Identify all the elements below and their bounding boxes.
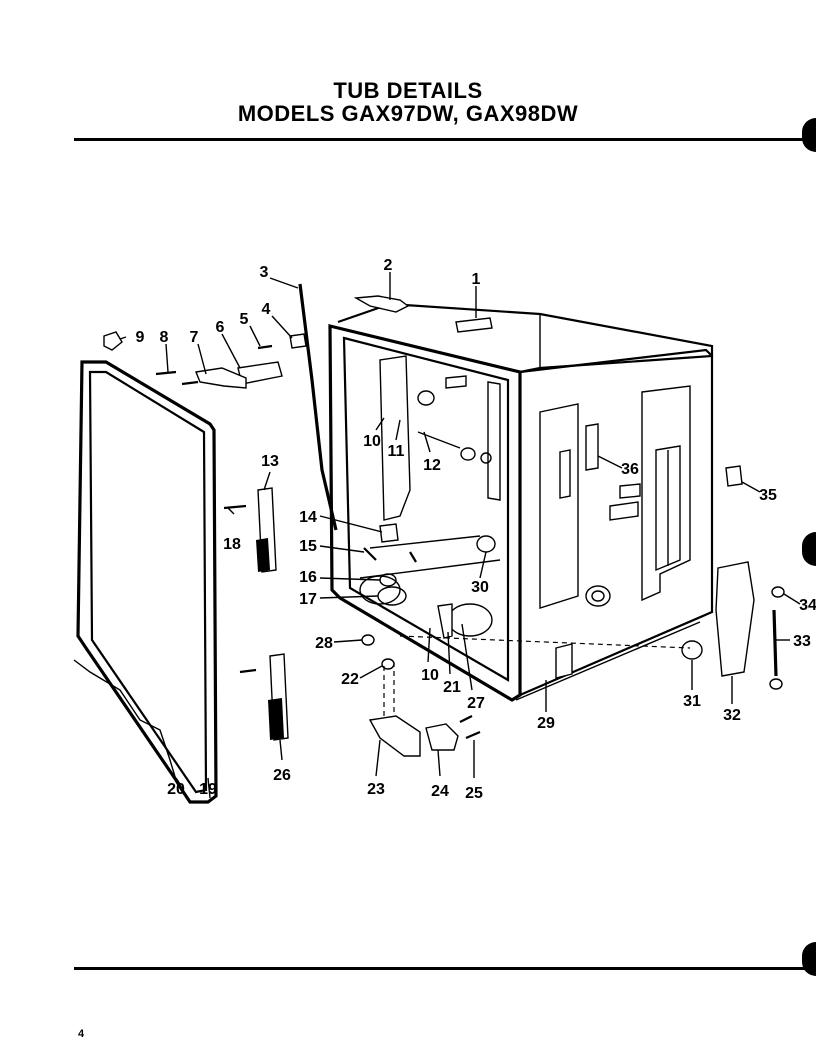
binder-tab-middle bbox=[802, 532, 816, 566]
callout-10: 10 bbox=[363, 433, 381, 450]
callout-11: 11 bbox=[388, 443, 405, 460]
callout-31: 31 bbox=[683, 693, 701, 710]
callout-17: 17 bbox=[299, 591, 317, 608]
callout-20: 20 bbox=[167, 781, 185, 798]
fill-tube bbox=[298, 283, 338, 531]
callout-27: 27 bbox=[467, 695, 485, 712]
callout-3: 3 bbox=[260, 264, 269, 281]
callout-32: 32 bbox=[723, 707, 741, 724]
callout-9: 9 bbox=[136, 329, 145, 346]
callout-18: 18 bbox=[223, 536, 241, 553]
callout-22: 22 bbox=[341, 671, 359, 688]
callout-23: 23 bbox=[367, 781, 385, 798]
callout-1: 1 bbox=[472, 271, 481, 288]
callout-36: 36 bbox=[621, 461, 639, 478]
diagram-subtitle: MODELS GAX97DW, GAX98DW bbox=[237, 101, 579, 126]
callout-33: 33 bbox=[793, 633, 811, 650]
callout-13: 13 bbox=[261, 453, 279, 470]
callout-12: 12 bbox=[423, 457, 441, 474]
top-rule bbox=[74, 138, 808, 141]
callout-15: 15 bbox=[299, 538, 317, 555]
callout-10-lower: 10 bbox=[421, 667, 439, 684]
callout-6: 6 bbox=[216, 319, 225, 336]
callout-16: 16 bbox=[299, 569, 317, 586]
callout-19: 19 bbox=[199, 781, 217, 798]
callout-26: 26 bbox=[273, 767, 291, 784]
callout-4: 4 bbox=[262, 301, 271, 318]
binder-tab-bottom bbox=[802, 942, 816, 976]
callout-8: 8 bbox=[160, 329, 169, 346]
tub-assembly bbox=[328, 302, 714, 720]
callout-24: 24 bbox=[431, 783, 449, 800]
callout-2: 2 bbox=[384, 257, 393, 274]
binder-tab-top bbox=[802, 118, 816, 152]
callout-28: 28 bbox=[315, 635, 333, 652]
callout-35: 35 bbox=[759, 487, 777, 504]
callout-34: 34 bbox=[799, 597, 816, 614]
callout-labels: 1 2 3 4 5 6 7 8 9 10 11 12 13 14 15 16 1… bbox=[136, 257, 816, 802]
callout-5: 5 bbox=[240, 311, 249, 328]
hardware-parts bbox=[103, 295, 785, 757]
callout-14: 14 bbox=[299, 509, 317, 526]
callout-30: 30 bbox=[471, 579, 489, 596]
diagram-title: TUB DETAILS bbox=[333, 78, 483, 103]
callout-7: 7 bbox=[190, 329, 199, 346]
callout-29: 29 bbox=[537, 715, 555, 732]
door-gasket-frame bbox=[73, 360, 218, 804]
leader-lines bbox=[119, 272, 801, 799]
callout-21: 21 bbox=[443, 679, 461, 696]
bottom-rule bbox=[74, 967, 808, 970]
callout-25: 25 bbox=[465, 785, 483, 802]
page-number: 4 bbox=[78, 1028, 85, 1040]
